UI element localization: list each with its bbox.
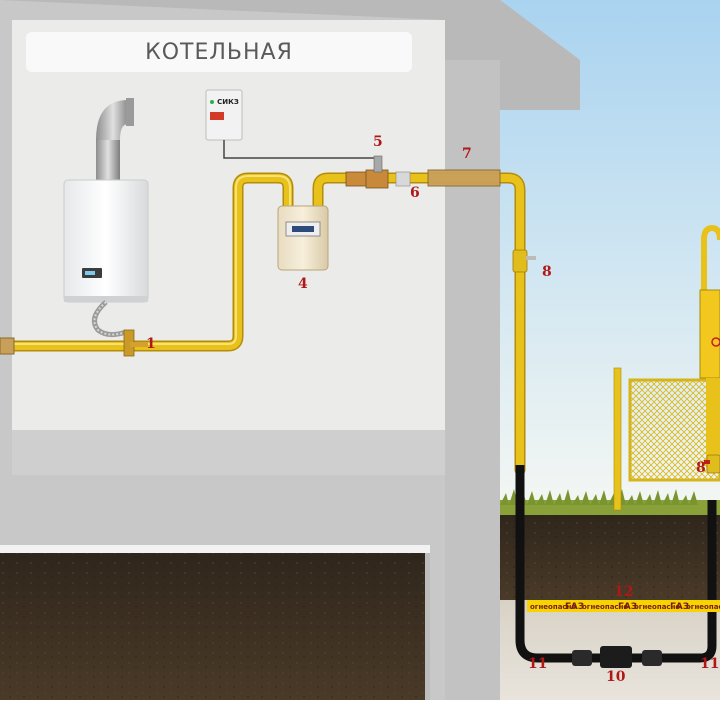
gas-boiler [63, 98, 149, 338]
gas-detector: СИКЗ [205, 89, 380, 159]
room-floor [12, 430, 445, 475]
gas-regulator-cabinet [699, 224, 720, 474]
gas-meter [277, 205, 329, 271]
riser-valve-left [512, 249, 536, 273]
warning-tape: огнеопасно ГАЗ огнеопасно ГАЗ огнеопасно… [527, 600, 720, 612]
grass [500, 489, 720, 518]
svg-text:ГАЗ: ГАЗ [618, 602, 637, 612]
callout-1: 1 [146, 336, 156, 352]
indoor-gas-pipe [0, 172, 526, 476]
left-wall-sleeve [0, 337, 15, 355]
callout-7: 7 [462, 146, 472, 162]
callout-5: 5 [373, 134, 383, 150]
svg-text:огнеопасно: огнеопасно [582, 603, 628, 611]
room-label: КОТЕЛЬНАЯ [145, 40, 293, 65]
callout-4: 4 [298, 276, 308, 292]
sensor-label: СИКЗ [217, 98, 239, 106]
callout-12: 12 [614, 584, 633, 600]
callout-11-right: 11 [700, 656, 719, 672]
callout-10: 10 [606, 669, 626, 685]
callout-8-right: 8 [696, 460, 706, 476]
pipe-couplings [572, 646, 662, 668]
svg-text:ГАЗ: ГАЗ [670, 602, 689, 612]
boiler-shutoff-valve [123, 329, 148, 357]
room-label-box: КОТЕЛЬНАЯ [26, 32, 412, 72]
wall-sleeve [427, 169, 501, 187]
callout-6: 6 [410, 185, 420, 201]
solenoid-valve [345, 155, 411, 189]
svg-text:огнеопасно: огнеопасно [686, 603, 720, 611]
svg-text:ГАЗ: ГАЗ [565, 602, 584, 612]
svg-text:огнеопасно: огнеопасно [530, 603, 576, 611]
callout-11-left: 11 [528, 656, 547, 672]
svg-text:огнеопасно: огнеопасно [634, 603, 680, 611]
callout-8-left: 8 [542, 264, 552, 280]
callouts: 1 4 5 6 7 8 8 10 11 11 12 [146, 134, 719, 685]
